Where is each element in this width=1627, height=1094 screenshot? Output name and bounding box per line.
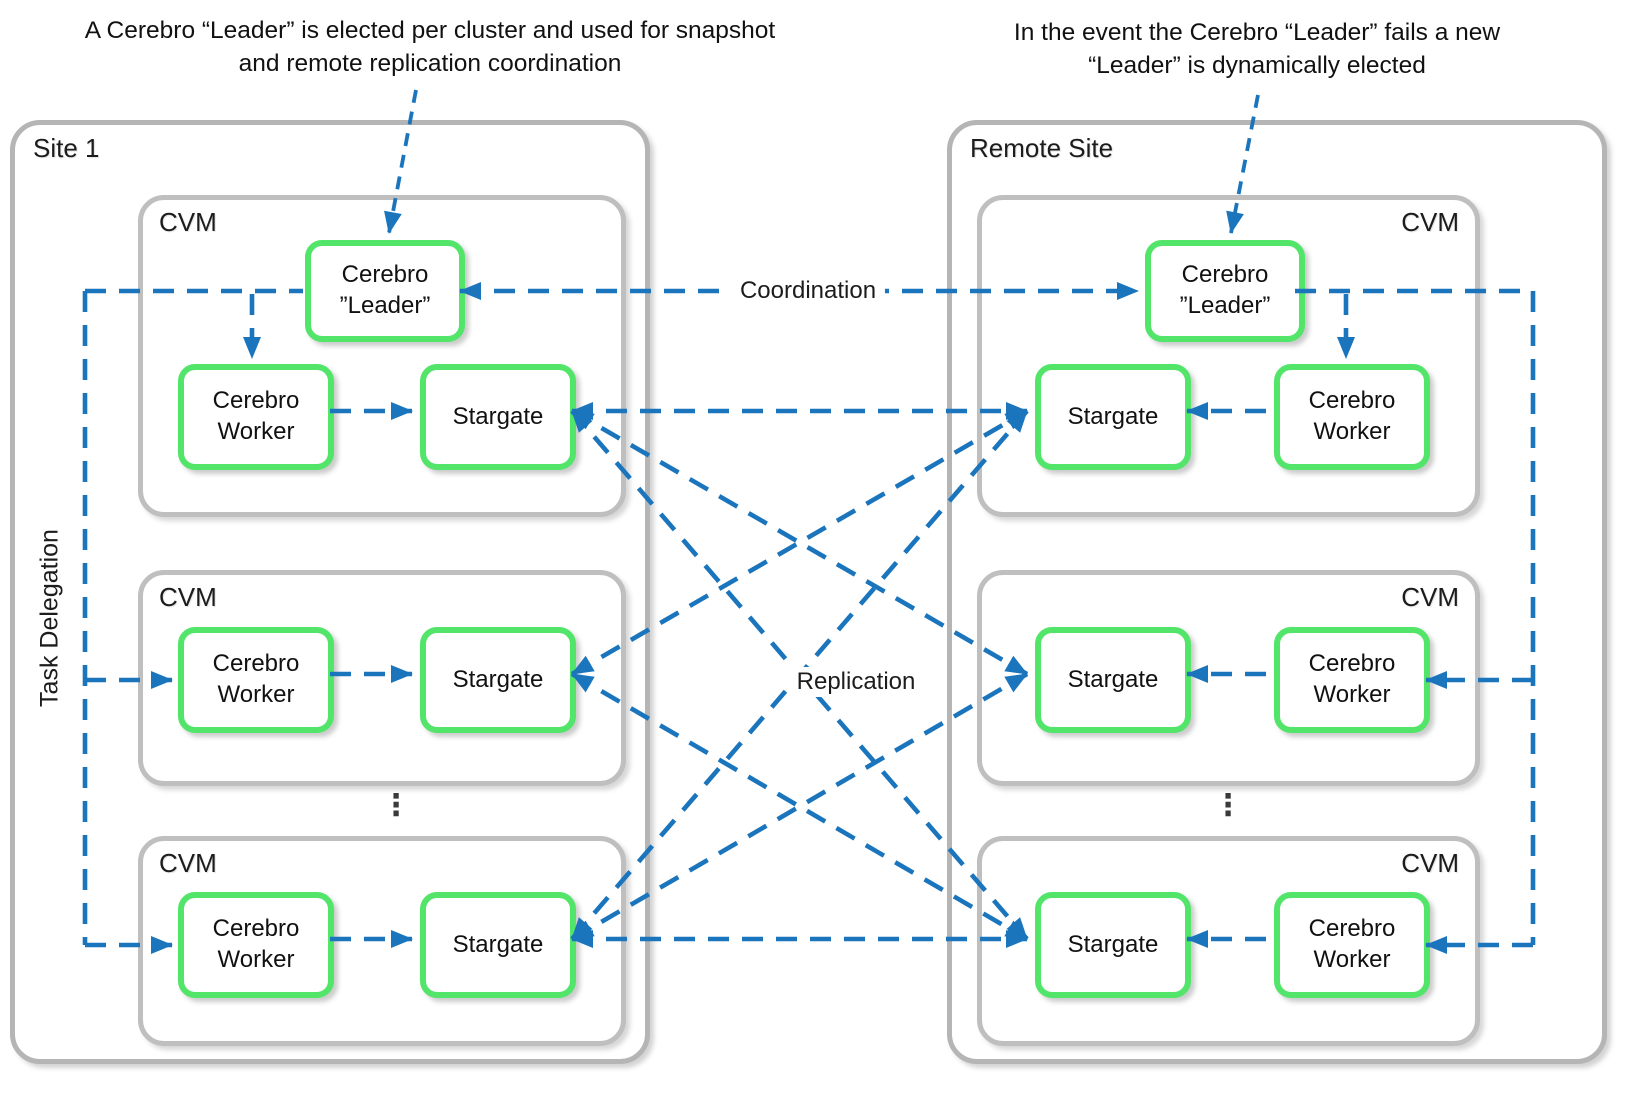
annotation-leader-election: A Cerebro “Leader” is elected per cluste… [85,14,775,80]
node-label: Cerebro [212,915,300,943]
node-label: Cerebro [341,261,429,289]
site1-cvm1-label: CVM [159,207,217,237]
coordination-label: Coordination [730,276,886,306]
remote-cvm3-label: CVM [1401,848,1459,878]
remote-site-label: Remote Site [970,133,1114,163]
site1-cvm-ellipsis: ⋮ [381,789,411,822]
node-label: Worker [1313,681,1391,708]
site1-cvm1-cerebro-worker-node: Cerebro Worker [178,364,334,470]
site1-cvm3-cerebro-worker-node: Cerebro Worker [178,892,334,998]
annotation-leader-election-line1: A Cerebro “Leader” is elected per cluste… [84,17,776,44]
annotation-leader-failover-line1: In the event the Cerebro “Leader” fails … [1013,19,1501,46]
annotation-leader-failover-line2: “Leader” is dynamically elected [1088,52,1426,79]
node-label: Cerebro [1181,261,1269,289]
node-label: Stargate [1067,402,1159,430]
node-label: Stargate [452,402,544,430]
node-label: Worker [217,946,295,973]
site1-cvm2-cerebro-worker-node: Cerebro Worker [178,627,334,733]
site1-cvm1-stargate-node: Stargate [420,364,576,470]
node-label: ”Leader” [1179,292,1271,319]
site1-cvm3-label: CVM [159,848,217,878]
remote-cvm-ellipsis: ⋮ [1213,789,1243,822]
node-label: Stargate [1067,930,1159,958]
node-label: Worker [217,418,295,445]
annotation-leader-election-line2: and remote replication coordination [238,50,622,77]
node-label: Cerebro [212,387,300,415]
remote-cvm2-stargate-node: Stargate [1035,627,1191,733]
site1-cerebro-leader-node: Cerebro ”Leader” [305,240,465,342]
node-label: Cerebro [1308,650,1396,678]
annotation-leader-failover: In the event the Cerebro “Leader” fails … [1014,16,1500,82]
node-label: Cerebro [1308,915,1396,943]
node-label: Cerebro [1308,387,1396,415]
site1-cvm3-stargate-node: Stargate [420,892,576,998]
remote-cvm1-stargate-node: Stargate [1035,364,1191,470]
remote-cvm3-cerebro-worker-node: Cerebro Worker [1274,892,1430,998]
node-label: ”Leader” [339,292,431,319]
remote-cvm2-label: CVM [1401,582,1459,612]
remote-cvm1-cerebro-worker-node: Cerebro Worker [1274,364,1430,470]
site1-cvm2-label: CVM [159,582,217,612]
site1-label: Site 1 [33,133,100,163]
task-delegation-label: Task Delegation [35,529,64,707]
node-label: Worker [1313,418,1391,445]
node-label: Stargate [452,665,544,693]
site1-cvm2-stargate-node: Stargate [420,627,576,733]
remote-cvm2-cerebro-worker-node: Cerebro Worker [1274,627,1430,733]
node-label: Cerebro [212,650,300,678]
node-label: Stargate [452,930,544,958]
replication-label: Replication [787,667,925,697]
node-label: Stargate [1067,665,1159,693]
node-label: Worker [1313,946,1391,973]
remote-cvm1-label: CVM [1401,207,1459,237]
remote-cerebro-leader-node: Cerebro ”Leader” [1145,240,1305,342]
remote-cvm3-stargate-node: Stargate [1035,892,1191,998]
node-label: Worker [217,681,295,708]
